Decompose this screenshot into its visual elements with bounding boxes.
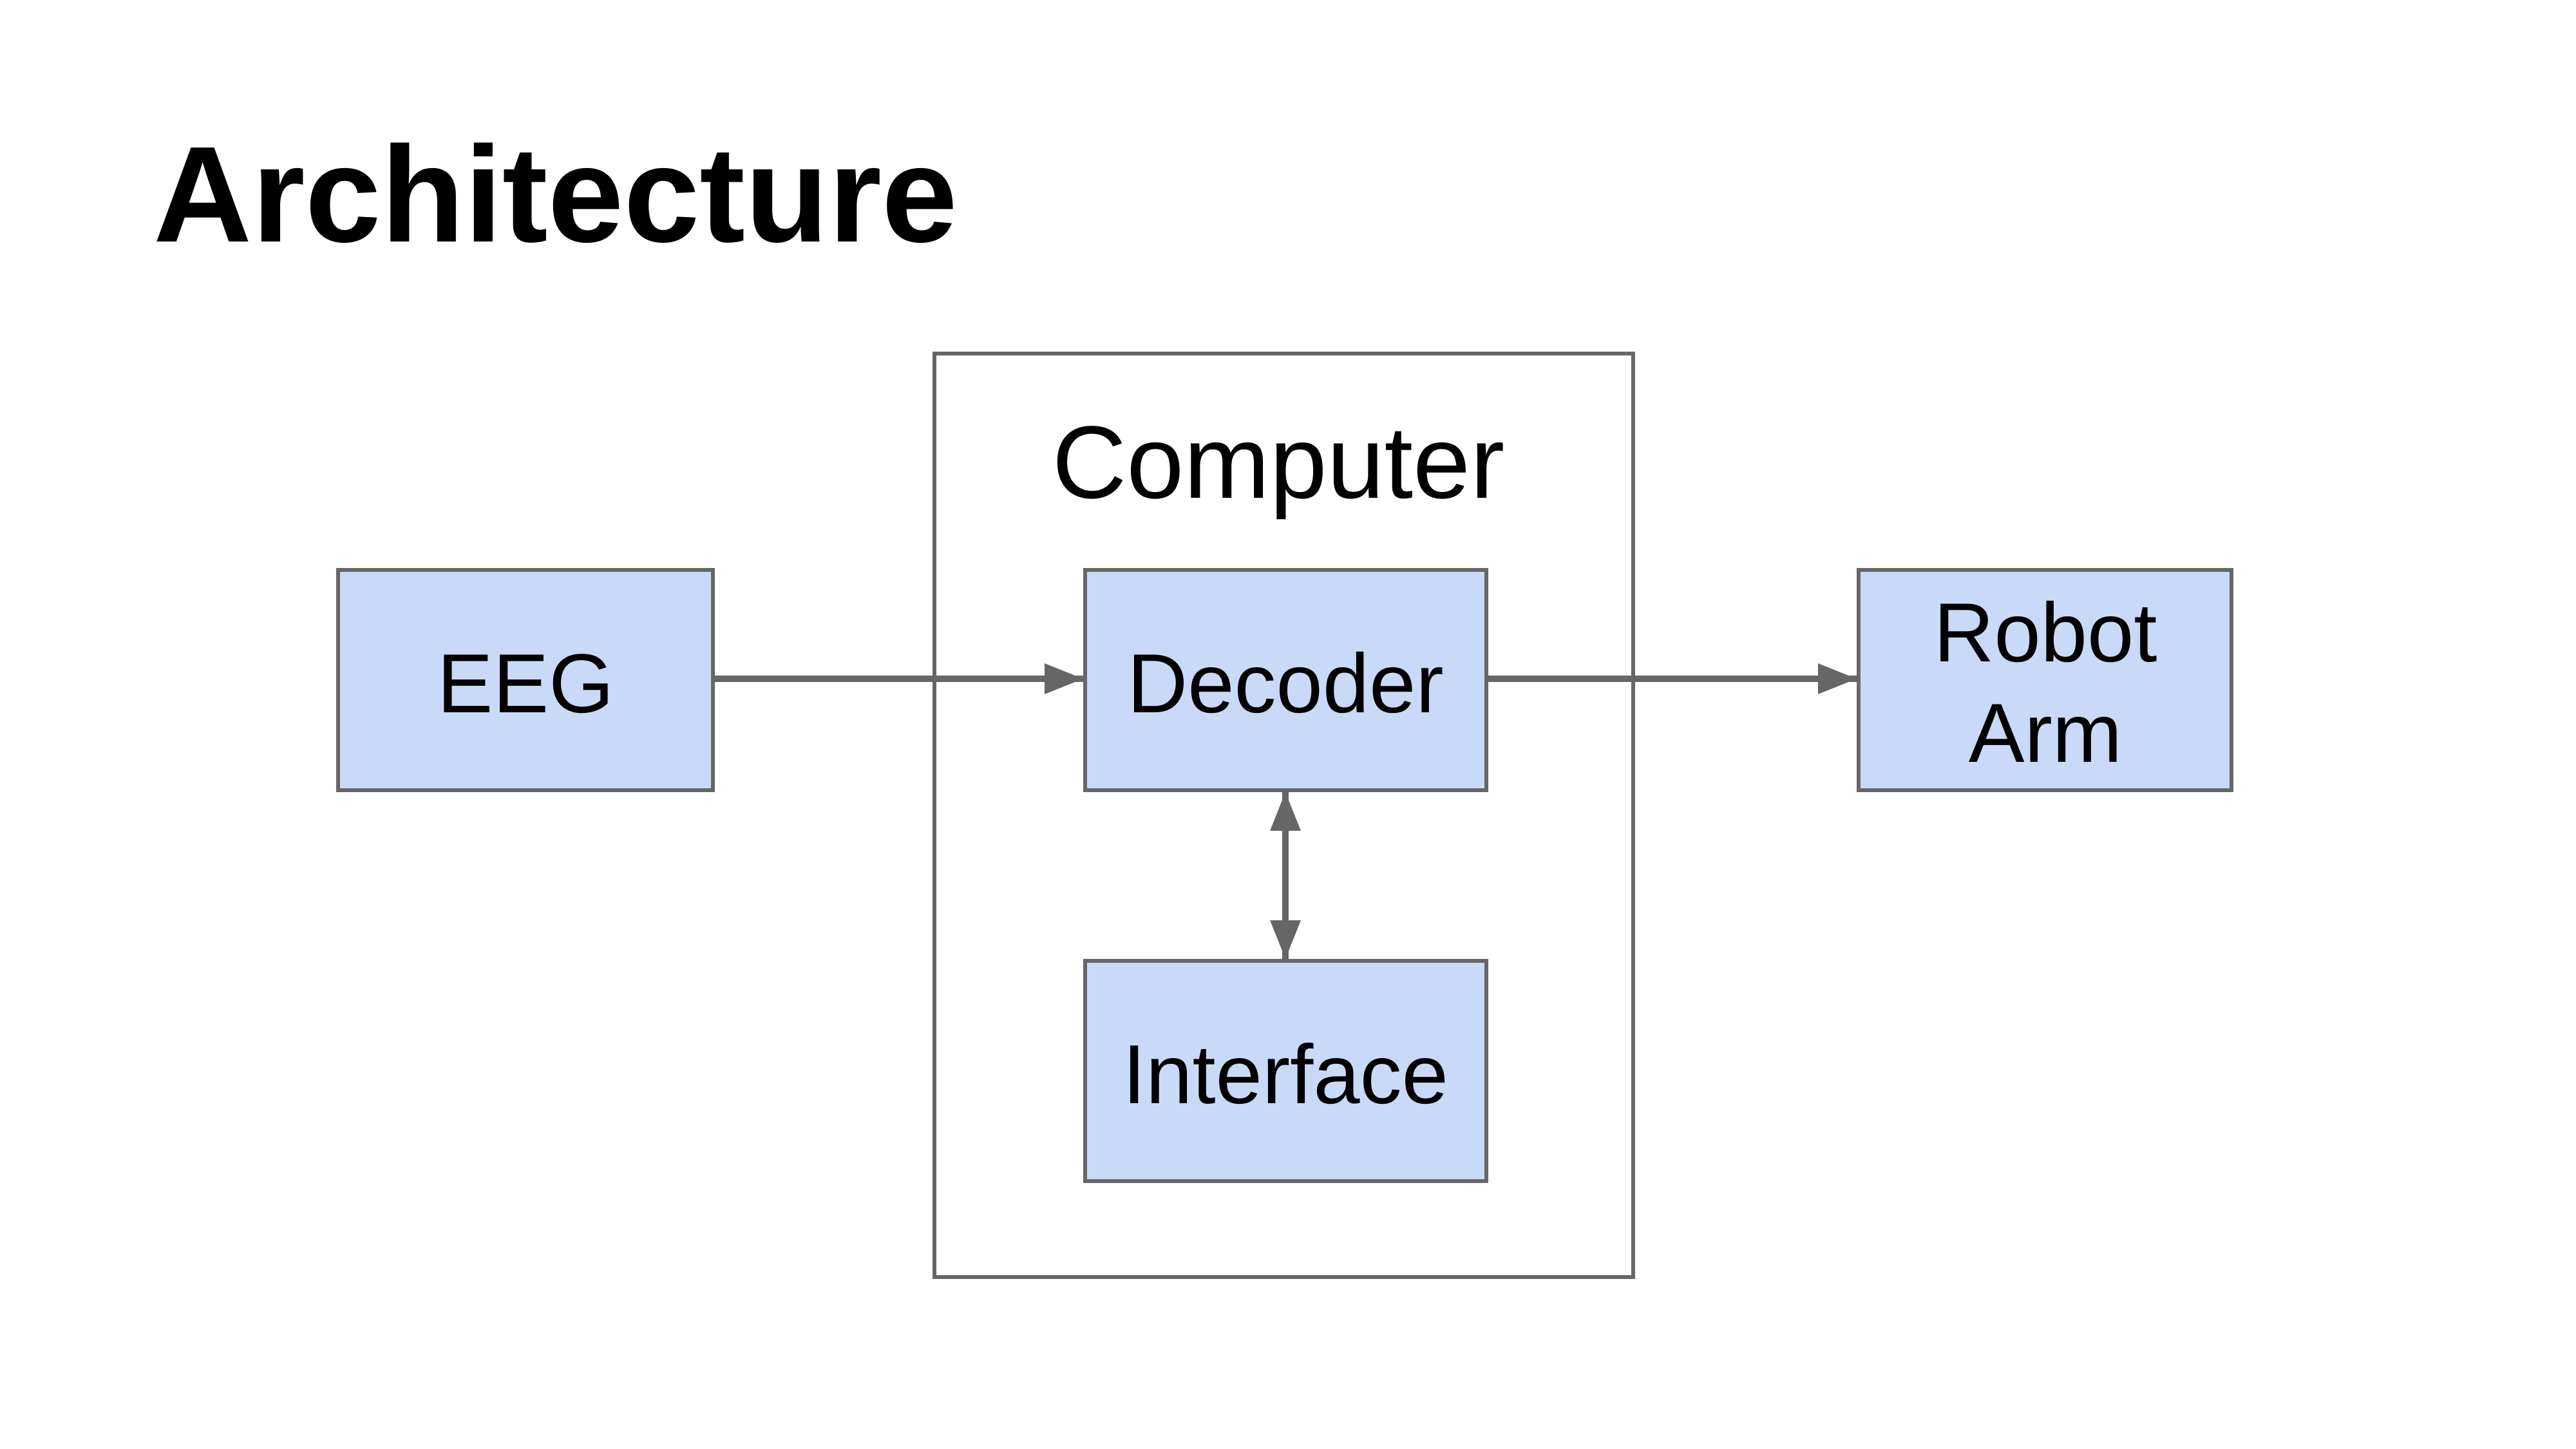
decoder-node: Decoder bbox=[1083, 568, 1488, 792]
robot-arm-box bbox=[1857, 568, 2233, 792]
eeg-label: EEG bbox=[437, 636, 614, 730]
computer-label: Computer bbox=[1052, 404, 1505, 520]
robot-arm-label-line2: Arm bbox=[1969, 686, 2122, 780]
robot-arm-label-line1: Robot bbox=[1934, 585, 2157, 679]
decoder-label: Decoder bbox=[1127, 636, 1443, 730]
interface-box bbox=[1083, 959, 1488, 1183]
robot-arm-node: Robot Arm bbox=[1857, 568, 2233, 792]
slide-title: Architecture bbox=[153, 118, 958, 270]
interface-label: Interface bbox=[1122, 1027, 1448, 1121]
eeg-node: EEG bbox=[336, 568, 715, 792]
interface-node: Interface bbox=[1083, 959, 1488, 1183]
